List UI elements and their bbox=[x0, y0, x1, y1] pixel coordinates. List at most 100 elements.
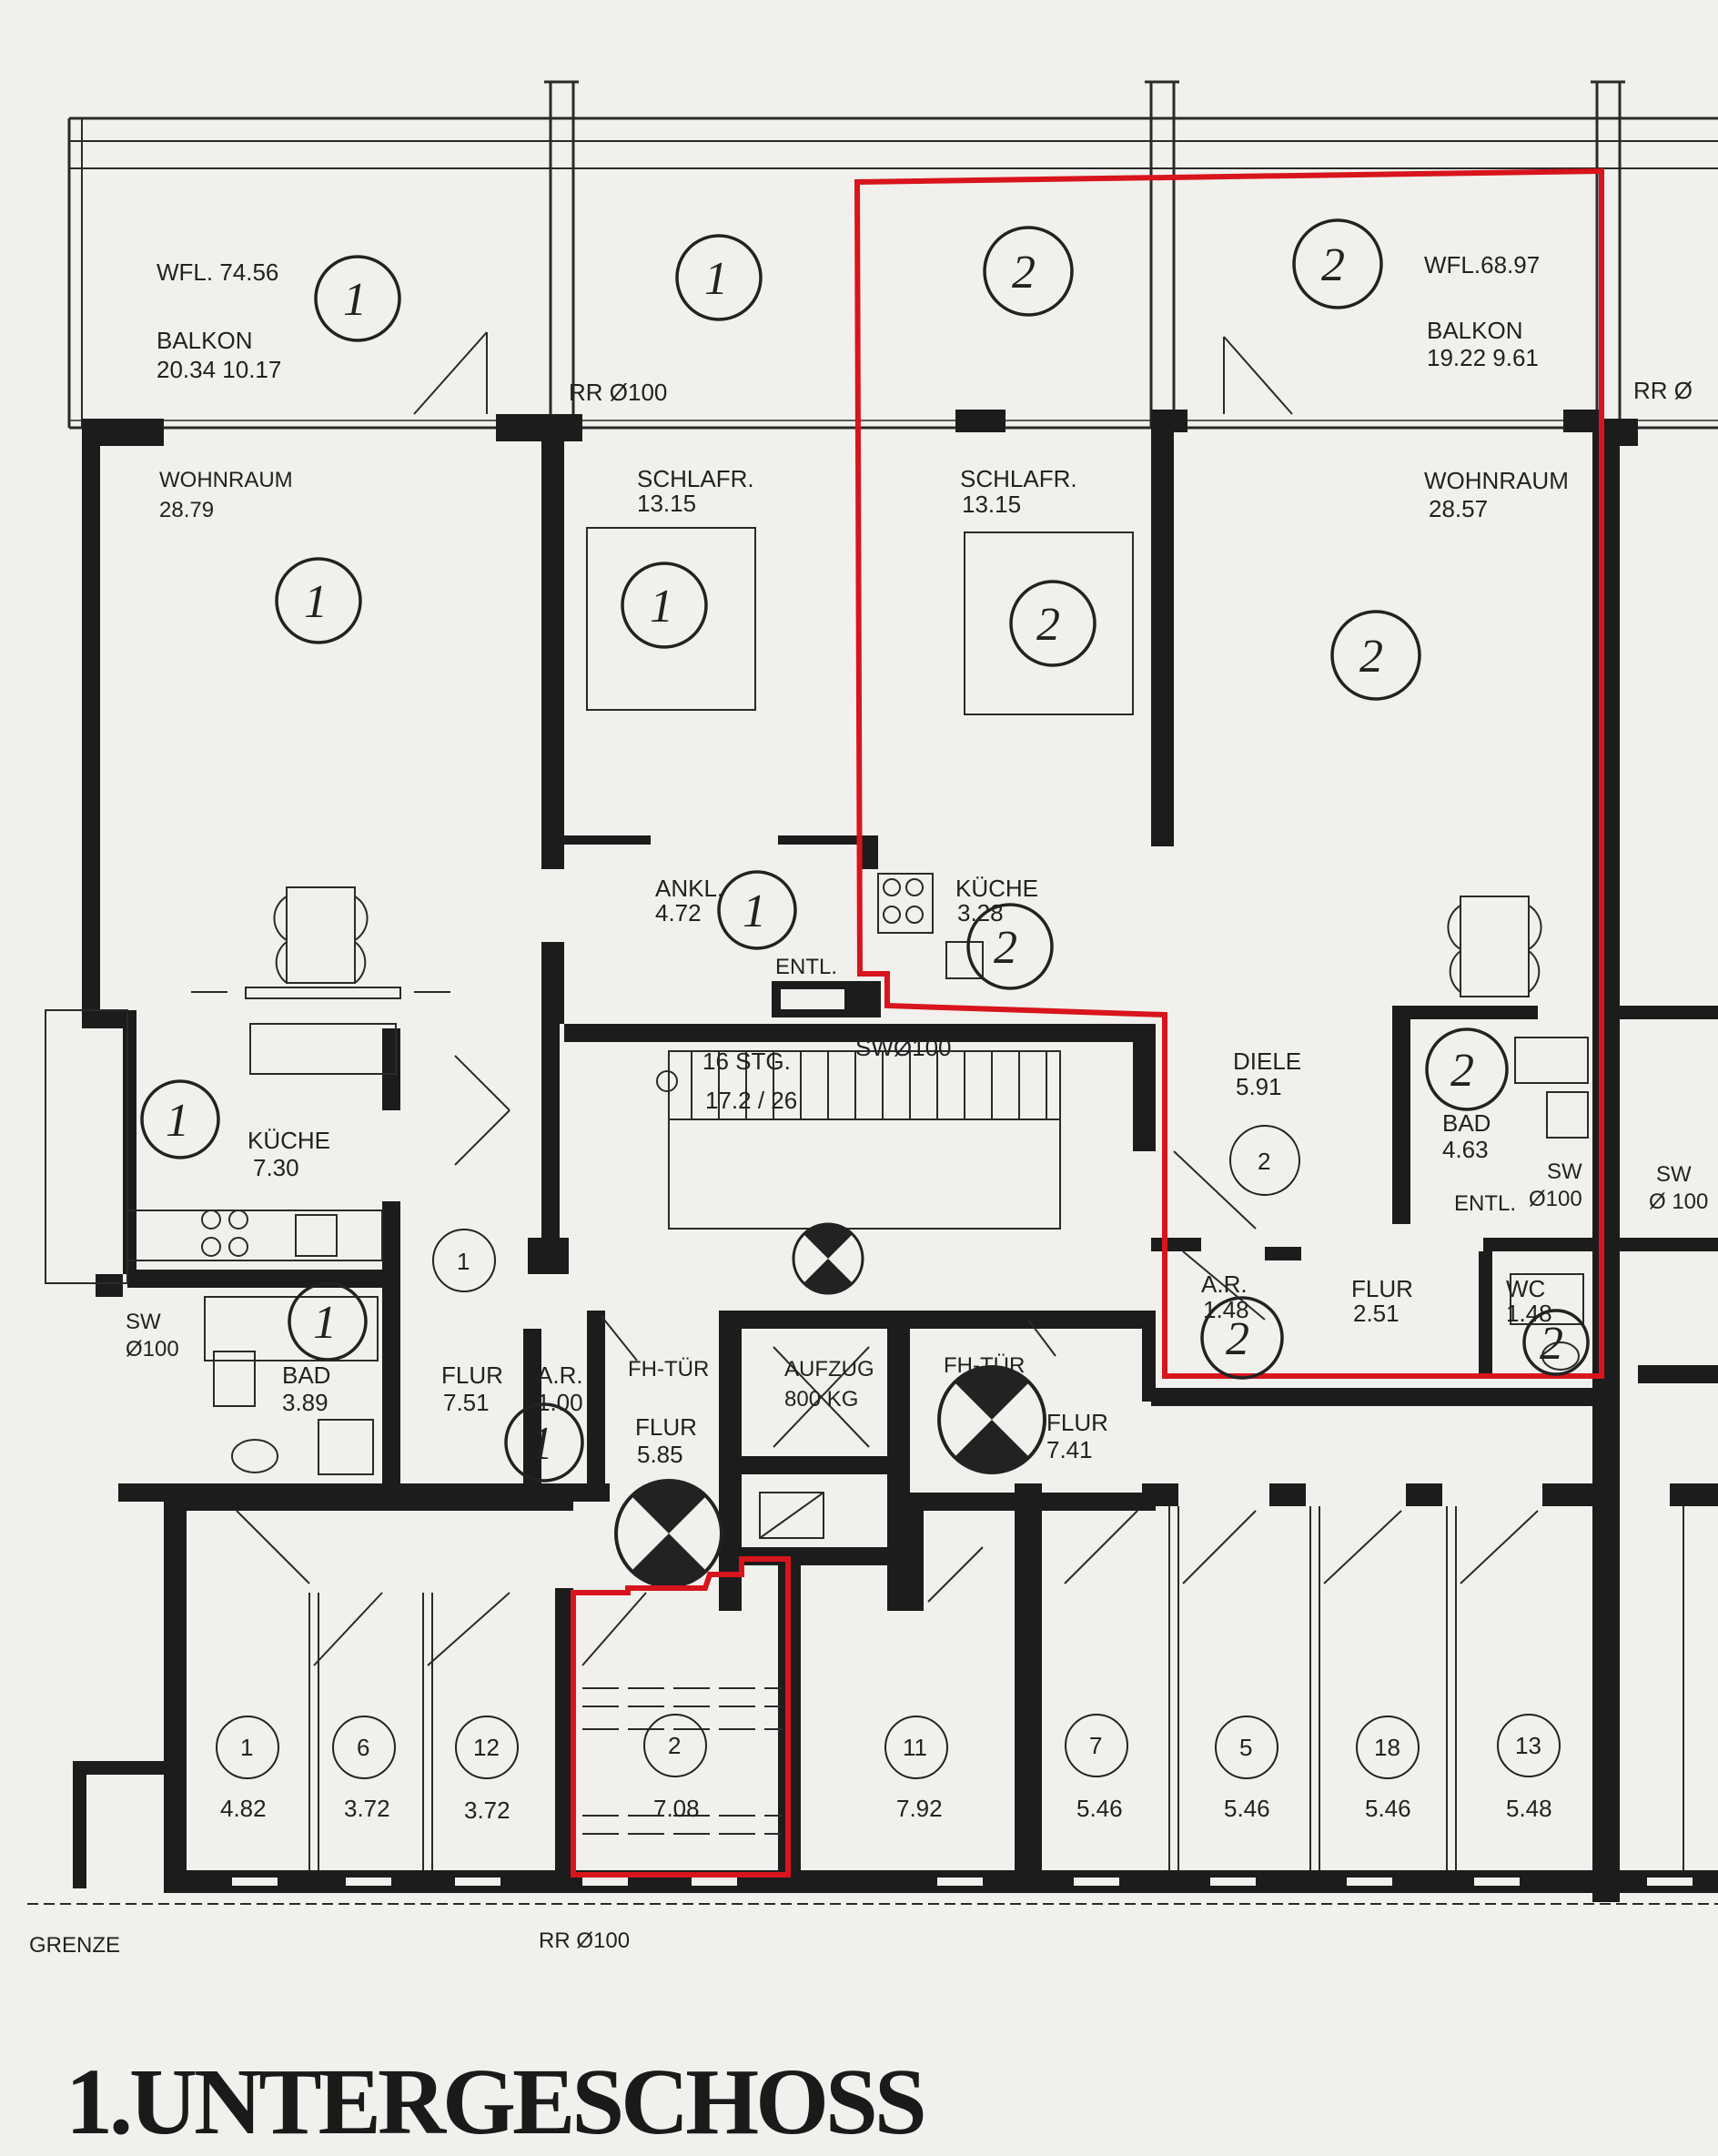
unit-number: 2 bbox=[1359, 631, 1383, 683]
unit-number: 1 bbox=[743, 886, 766, 937]
grenze-label: GRENZE bbox=[29, 1933, 120, 1958]
cellar-marker bbox=[1215, 1716, 1278, 1779]
balcony-right-name: BALKON bbox=[1427, 317, 1523, 344]
unit-marker bbox=[1292, 218, 1383, 309]
unit-marker bbox=[432, 1229, 496, 1292]
balcony-left-area: 20.34 10.17 bbox=[157, 356, 281, 383]
unit-number: 2 bbox=[1258, 1148, 1270, 1175]
sw-right-name: SW bbox=[1656, 1162, 1692, 1187]
cellar-area: 7.92 bbox=[896, 1795, 943, 1822]
unit-number: 2 bbox=[1036, 599, 1060, 651]
cellar-marker bbox=[332, 1716, 396, 1779]
balcony-strip bbox=[67, 80, 1718, 430]
balcony-right-area: 19.22 9.61 bbox=[1427, 344, 1539, 371]
flur-core-right-name: FLUR bbox=[1046, 1409, 1108, 1436]
unit-marker bbox=[275, 557, 362, 644]
cellar-number: 1 bbox=[240, 1734, 253, 1761]
aufzug-load: 800 KG bbox=[784, 1387, 858, 1412]
kueche-1-area: 7.30 bbox=[253, 1154, 299, 1181]
cellar-dividers bbox=[236, 1506, 1684, 1870]
flur-core-left-name: FLUR bbox=[635, 1413, 697, 1441]
fixtures bbox=[126, 527, 1589, 1835]
stair-sw: SWØ100 bbox=[855, 1034, 952, 1061]
sw-right-dia: Ø 100 bbox=[1649, 1189, 1708, 1214]
unit-2-highlight bbox=[571, 167, 1604, 1878]
wohnraum-1-area: 28.79 bbox=[159, 498, 214, 522]
ar-1-name: A.R. bbox=[537, 1361, 583, 1389]
cellar-number: 18 bbox=[1374, 1734, 1400, 1761]
balcony-left-wfl: WFL. 74.56 bbox=[157, 258, 278, 286]
unit-number: 2 bbox=[1540, 1318, 1563, 1370]
flur-2-name: FLUR bbox=[1351, 1275, 1413, 1302]
unit-number: 1 bbox=[313, 1297, 337, 1349]
ankl-area: 4.72 bbox=[655, 899, 702, 926]
cellar-marker bbox=[884, 1716, 948, 1779]
fire-door-symbols bbox=[614, 1222, 1046, 1588]
schlafr-2-name: SCHLAFR. bbox=[960, 465, 1077, 492]
unit-number: 1 bbox=[530, 1418, 553, 1470]
cellar-marker bbox=[643, 1714, 707, 1777]
wohnraum-2-area: 28.57 bbox=[1429, 495, 1488, 522]
kueche-1-name: KÜCHE bbox=[248, 1127, 330, 1154]
schlafr-2-area: 13.15 bbox=[962, 491, 1021, 518]
rr-top-label: RR Ø100 bbox=[569, 379, 667, 406]
unit-number: 2 bbox=[1012, 247, 1036, 299]
cellar-area: 4.82 bbox=[220, 1795, 267, 1822]
entl-2-label: ENTL. bbox=[1454, 1191, 1516, 1216]
sw-1-dia: Ø100 bbox=[126, 1337, 179, 1361]
flur-2-area: 2.51 bbox=[1353, 1300, 1400, 1327]
sw-2-dia: Ø100 bbox=[1529, 1187, 1582, 1211]
unit-marker bbox=[140, 1079, 220, 1159]
unit-marker bbox=[314, 255, 401, 342]
flur-core-right-area: 7.41 bbox=[1046, 1436, 1093, 1463]
ankl-name: ANKL. bbox=[655, 875, 723, 902]
bad-2-area: 4.63 bbox=[1442, 1136, 1489, 1163]
unit-marker bbox=[1200, 1296, 1284, 1380]
cellars: 1 4.82 6 3.72 12 3.72 2 7.08 11 7.92 7 5… bbox=[216, 1714, 1561, 1824]
bad-2-name: BAD bbox=[1442, 1109, 1491, 1137]
cellar-marker bbox=[455, 1716, 519, 1779]
fh-tuer-right: FH-TÜR bbox=[944, 1353, 1025, 1378]
unit-marker bbox=[675, 234, 763, 321]
cellar-number: 12 bbox=[473, 1734, 500, 1761]
unit-marker bbox=[1425, 1027, 1509, 1111]
cellar-marker bbox=[1356, 1716, 1420, 1779]
ar-2-name: A.R. bbox=[1201, 1270, 1248, 1298]
unit-marker bbox=[1522, 1309, 1590, 1376]
wohnraum-1-name: WOHNRAUM bbox=[159, 468, 293, 492]
cellar-area: 5.46 bbox=[1365, 1795, 1411, 1822]
cellar-area: 7.08 bbox=[653, 1795, 700, 1822]
cellar-area: 5.46 bbox=[1224, 1795, 1270, 1822]
unit-number: 2 bbox=[994, 922, 1017, 974]
cellar-marker bbox=[216, 1716, 279, 1779]
ar-1-area: 1.00 bbox=[537, 1389, 583, 1416]
balcony-left-name: BALKON bbox=[157, 327, 253, 354]
unit-number: 2 bbox=[1321, 239, 1345, 291]
cellar-number: 13 bbox=[1515, 1732, 1541, 1759]
bad-1-name: BAD bbox=[282, 1361, 330, 1389]
kueche-2-name: KÜCHE bbox=[955, 875, 1038, 902]
rr-top-right-label: RR Ø bbox=[1633, 377, 1693, 404]
fh-tuer-left: FH-TÜR bbox=[628, 1357, 709, 1382]
unit-number: 1 bbox=[704, 253, 728, 305]
unit-number: 1 bbox=[650, 581, 673, 633]
cellar-number: 7 bbox=[1089, 1732, 1102, 1759]
unit-marker bbox=[1229, 1125, 1300, 1196]
unit-marker bbox=[1330, 610, 1421, 701]
cellar-number: 5 bbox=[1239, 1734, 1252, 1761]
flur-core-left-area: 5.85 bbox=[637, 1441, 683, 1468]
schlafr-1-area: 13.15 bbox=[637, 490, 696, 517]
unit-number: 2 bbox=[1450, 1045, 1474, 1097]
unit-marker bbox=[1009, 580, 1096, 667]
cellar-number: 2 bbox=[668, 1732, 681, 1759]
floor-title: 1.UNTERGESCHOSS bbox=[66, 2050, 927, 2154]
cellar-number: 11 bbox=[903, 1734, 927, 1761]
schlafr-1-name: SCHLAFR. bbox=[637, 465, 754, 492]
unit-number: 1 bbox=[166, 1095, 189, 1147]
cellar-area: 5.46 bbox=[1076, 1795, 1123, 1822]
entl-1-label: ENTL. bbox=[775, 955, 837, 979]
unit-marker bbox=[288, 1281, 368, 1361]
unit-number: 1 bbox=[343, 274, 367, 326]
rr-bottom-label: RR Ø100 bbox=[539, 1928, 630, 1953]
